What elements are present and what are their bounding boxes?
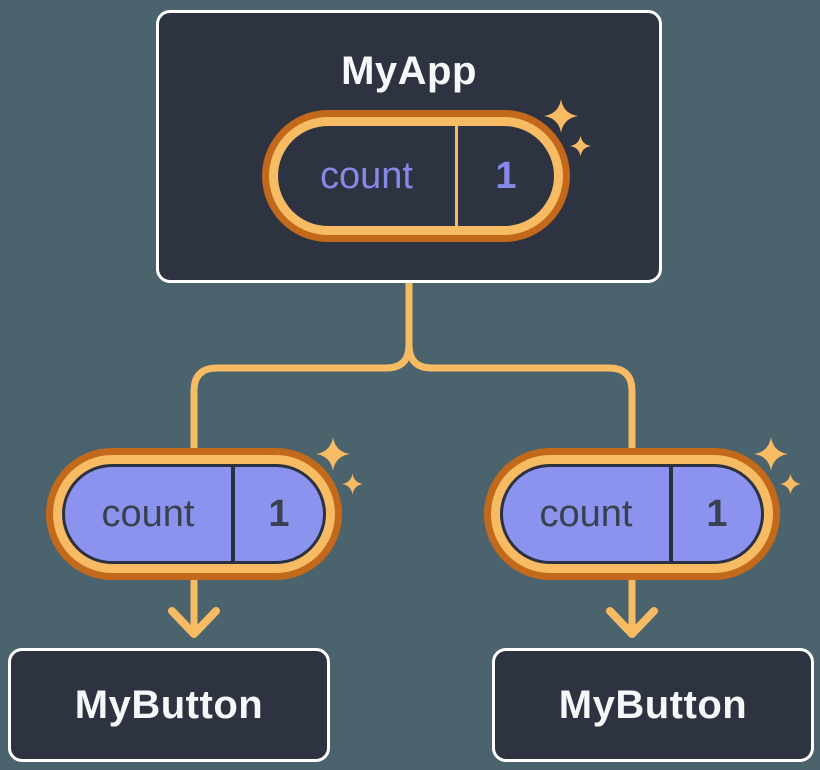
sparkle-icon-large xyxy=(544,98,578,134)
pill-divider xyxy=(231,467,235,561)
state-pill-mybutton-right: count 1 xyxy=(484,437,801,580)
sparkle-icon-small xyxy=(570,135,591,157)
node-mybutton-right-label: MyButton xyxy=(558,682,748,727)
pill-divider xyxy=(455,126,458,226)
sparkle-icon-small xyxy=(780,473,801,495)
state-pill-mybutton-left: count 1 xyxy=(46,437,363,580)
state-key-label: count xyxy=(539,492,633,535)
state-value: 1 xyxy=(268,492,290,535)
node-mybutton-left: MyButton xyxy=(8,648,330,762)
state-key-label: count xyxy=(101,492,195,535)
state-pill-myapp: count 1 xyxy=(262,99,591,242)
sparkle-icon-small xyxy=(342,473,363,495)
state-key-label: count xyxy=(320,154,413,197)
node-mybutton-right: MyButton xyxy=(492,648,814,762)
pill-divider xyxy=(669,467,673,561)
connector-branch-right xyxy=(405,277,636,634)
sparkle-icon-large xyxy=(754,436,788,472)
node-mybutton-left-label: MyButton xyxy=(74,682,264,727)
state-value: 1 xyxy=(495,154,517,197)
node-myapp-label: MyApp xyxy=(341,49,477,93)
sparkle-icon-large xyxy=(316,436,350,472)
state-value: 1 xyxy=(706,492,728,535)
arrowhead-right-icon xyxy=(606,607,658,638)
arrowhead-left-icon xyxy=(168,607,220,638)
